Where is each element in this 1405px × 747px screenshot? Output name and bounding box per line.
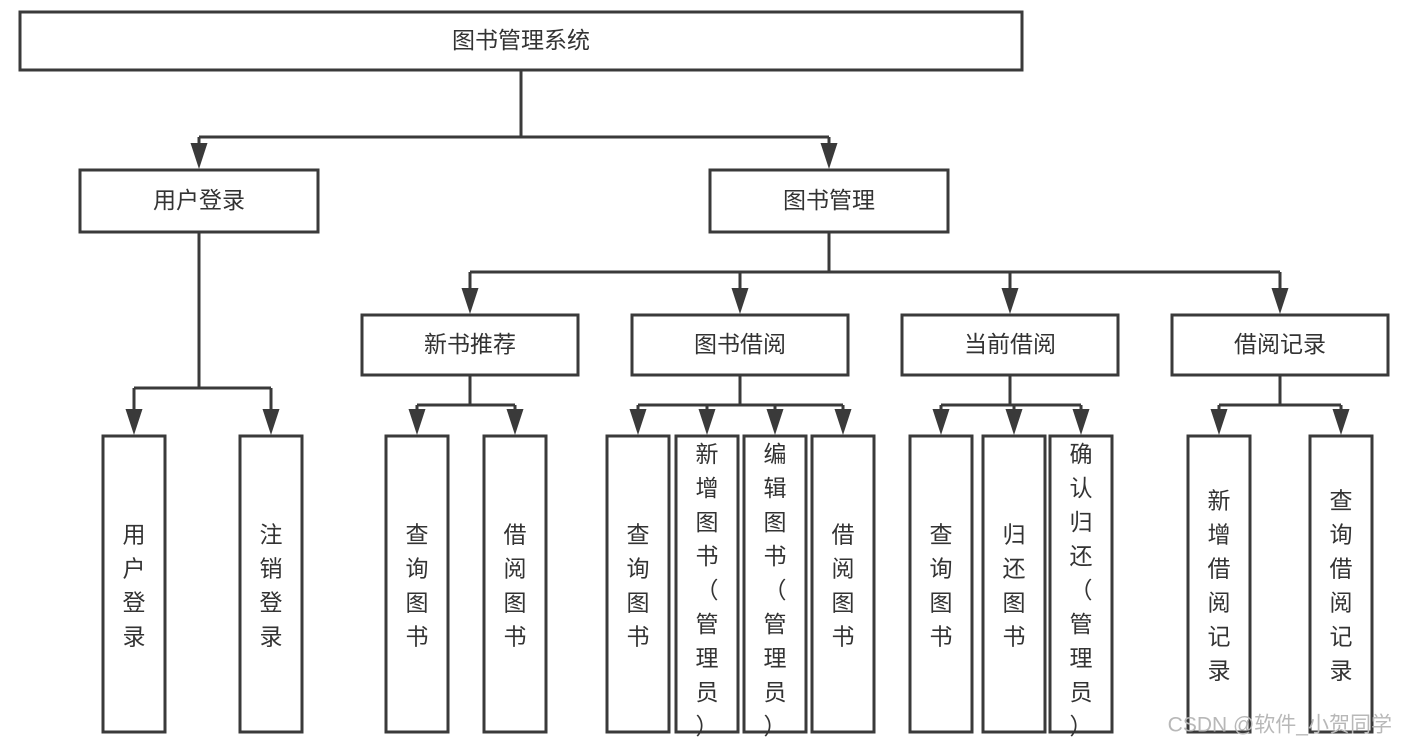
node-box-leaf-rec-borrow[interactable] (482, 434, 548, 734)
node-box-leaf-rec-query[interactable] (384, 434, 450, 734)
arrow-head-icon (820, 143, 838, 169)
node-leaf-cur-return[interactable]: 归还图书 (981, 434, 1047, 734)
arrow-head-icon (1005, 409, 1023, 435)
node-label-leaf-rec-query: 查询图书 (406, 522, 429, 650)
arrow-head-icon (190, 143, 208, 169)
connector-group-book-manage (461, 232, 1289, 314)
node-label-leaf-rec-borrow: 借阅图书 (504, 522, 527, 650)
node-box-user-login[interactable] (78, 168, 320, 234)
node-leaf-borrow-add[interactable]: 新增图书（管理员） (674, 434, 740, 739)
node-leaf-user-login[interactable]: 用户登录 (101, 434, 167, 734)
node-label-user-login: 用户登录 (153, 187, 245, 213)
arrow-head-icon (408, 409, 426, 435)
arrow-head-icon (1271, 288, 1289, 314)
node-label-leaf-borrow-add: 新增图书（管理员） (696, 441, 719, 739)
arrow-head-icon (698, 409, 716, 435)
node-leaf-user-logout[interactable]: 注销登录 (238, 434, 304, 734)
node-box-leaf-user-logout[interactable] (238, 434, 304, 734)
arrow-head-icon (506, 409, 524, 435)
node-box-leaf-borrow-query[interactable] (605, 434, 671, 734)
node-leaf-rec-search[interactable]: 查询借阅记录 (1308, 434, 1374, 734)
connector-group-book-borrow (629, 375, 852, 435)
node-label-root: 图书管理系统 (452, 27, 590, 53)
node-box-leaf-borrow-add[interactable] (674, 434, 740, 734)
node-box-current-borrow[interactable] (900, 313, 1120, 377)
node-leaf-rec-query[interactable]: 查询图书 (384, 434, 450, 734)
node-label-leaf-borrow-query: 查询图书 (627, 522, 650, 650)
node-leaf-borrow-edit[interactable]: 编辑图书（管理员） (742, 434, 808, 739)
node-label-leaf-cur-query: 查询图书 (930, 522, 953, 650)
node-label-leaf-rec-search: 查询借阅记录 (1330, 488, 1353, 684)
node-label-leaf-user-logout: 注销登录 (260, 522, 283, 650)
node-label-leaf-user-login: 用户登录 (123, 522, 146, 650)
node-label-leaf-borrow-edit: 编辑图书（管理员） (764, 441, 787, 739)
node-leaf-rec-add[interactable]: 新增借阅记录 (1186, 434, 1252, 734)
node-box-leaf-cur-confirm[interactable] (1048, 434, 1114, 734)
node-label-leaf-rec-add: 新增借阅记录 (1208, 488, 1231, 684)
arrow-head-icon (731, 288, 749, 314)
node-label-book-borrow: 图书借阅 (694, 331, 786, 357)
arrow-head-icon (262, 409, 280, 435)
node-leaf-borrow-lend[interactable]: 借阅图书 (810, 434, 876, 734)
connector-layer (125, 70, 1350, 435)
node-leaf-cur-confirm[interactable]: 确认归还（管理员） (1048, 434, 1114, 739)
watermark-label: CSDN @软件_小贺同学 (1168, 714, 1392, 737)
connector-group-current-borrow (932, 375, 1090, 435)
node-leaf-rec-borrow[interactable]: 借阅图书 (482, 434, 548, 734)
node-label-new-book-rec: 新书推荐 (424, 331, 516, 357)
arrow-head-icon (932, 409, 950, 435)
node-book-borrow[interactable]: 图书借阅 (630, 313, 850, 377)
node-user-login[interactable]: 用户登录 (78, 168, 320, 234)
arrow-head-icon (834, 409, 852, 435)
node-borrow-record[interactable]: 借阅记录 (1170, 313, 1390, 377)
node-box-leaf-borrow-lend[interactable] (810, 434, 876, 734)
connector-group-new-book-rec (408, 375, 524, 435)
node-book-manage[interactable]: 图书管理 (708, 168, 950, 234)
node-box-borrow-record[interactable] (1170, 313, 1390, 377)
connector-group-user-login (125, 232, 280, 435)
node-box-leaf-rec-search[interactable] (1308, 434, 1374, 734)
node-new-book-rec[interactable]: 新书推荐 (360, 313, 580, 377)
connector-group-root (190, 70, 838, 169)
node-label-leaf-cur-return: 归还图书 (1003, 522, 1026, 650)
node-box-leaf-cur-query[interactable] (908, 434, 974, 734)
connector-group-borrow-record (1210, 375, 1350, 435)
node-label-leaf-cur-confirm: 确认归还（管理员） (1070, 441, 1093, 739)
node-box-root[interactable] (18, 10, 1024, 72)
node-box-leaf-rec-add[interactable] (1186, 434, 1252, 734)
node-label-borrow-record: 借阅记录 (1234, 331, 1326, 357)
node-label-current-borrow: 当前借阅 (964, 331, 1056, 357)
node-current-borrow[interactable]: 当前借阅 (900, 313, 1120, 377)
node-box-leaf-borrow-edit[interactable] (742, 434, 808, 734)
node-box-book-borrow[interactable] (630, 313, 850, 377)
node-leaf-cur-query[interactable]: 查询图书 (908, 434, 974, 734)
arrow-head-icon (1332, 409, 1350, 435)
arrow-head-icon (1001, 288, 1019, 314)
node-root[interactable]: 图书管理系统 (18, 10, 1024, 72)
arrow-head-icon (125, 409, 143, 435)
arrow-head-icon (629, 409, 647, 435)
arrow-head-icon (1072, 409, 1090, 435)
node-box-book-manage[interactable] (708, 168, 950, 234)
arrow-head-icon (766, 409, 784, 435)
arrow-head-icon (1210, 409, 1228, 435)
node-label-leaf-borrow-lend: 借阅图书 (832, 522, 855, 650)
node-label-book-manage: 图书管理 (783, 187, 875, 213)
node-box-leaf-user-login[interactable] (101, 434, 167, 734)
node-leaf-borrow-query[interactable]: 查询图书 (605, 434, 671, 734)
arrow-head-icon (461, 288, 479, 314)
node-box-leaf-cur-return[interactable] (981, 434, 1047, 734)
node-layer: 图书管理系统用户登录图书管理新书推荐图书借阅当前借阅借阅记录用户登录注销登录查询… (18, 10, 1390, 739)
node-box-new-book-rec[interactable] (360, 313, 580, 377)
